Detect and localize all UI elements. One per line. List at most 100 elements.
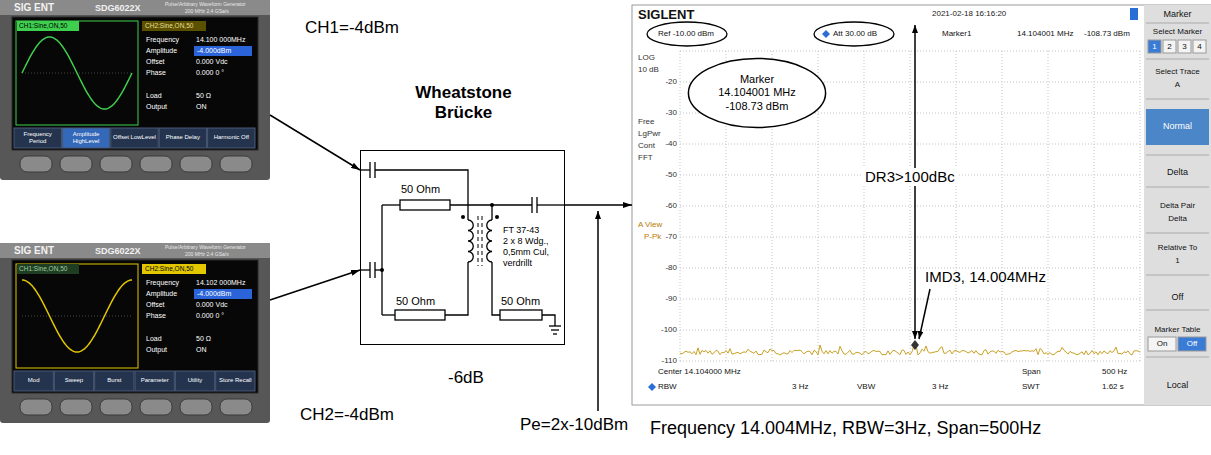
screen-text: Amplitude (146, 290, 177, 298)
screen-text: SDG6022X (95, 3, 141, 14)
axis-line (22, 316, 132, 317)
softkey (95, 371, 134, 391)
channel-tab (142, 264, 206, 274)
panel-button (20, 156, 52, 172)
screen-text: 500 Hz (1102, 367, 1127, 377)
power-arrow (597, 211, 599, 411)
screen-text: 1 (1148, 42, 1161, 52)
junction-dot (495, 215, 499, 219)
screen-text: Pulse/Arbitrary Waveform Generator (165, 1, 246, 7)
wire (537, 204, 565, 205)
ground-symbol (553, 333, 557, 334)
screen-text: Phase (146, 69, 166, 77)
screen-text: 10 dB (638, 65, 659, 75)
screen-text: Offset (146, 58, 165, 66)
sine-wave (22, 37, 132, 109)
screen-text: -4.000dBm (197, 47, 231, 55)
screen-text: 1.62 s (1102, 382, 1124, 392)
softkey (159, 128, 206, 148)
screen-text: SDG6022X (95, 246, 141, 257)
menu-separator (1146, 155, 1209, 156)
screen-text: P-Pk (644, 232, 661, 242)
screen-text: VBW (857, 382, 875, 392)
waveform-frame (16, 21, 138, 125)
grid-line (680, 361, 1140, 362)
screen-text: -4.000dBm (197, 290, 231, 298)
screen-text: Output (146, 346, 167, 354)
screen-text: SIG ENT (14, 245, 54, 257)
analyzer-illustration (632, 5, 1211, 405)
screen-text: RBW (658, 382, 677, 392)
menu-separator (1146, 187, 1209, 188)
screen-text: 200 MHz 2.4 GSa/s (185, 251, 229, 257)
screen-text: -90 (650, 294, 677, 304)
highlight-ellipse (647, 22, 727, 46)
screen-text: Frequency (146, 36, 179, 44)
screen-text: Mod (15, 371, 52, 391)
screen-text: -20 (650, 77, 677, 87)
screen-text: 0.000 Vdc (196, 58, 228, 66)
screen-text: 2 (1163, 42, 1176, 52)
setting-diamond (822, 30, 830, 38)
grid-line (1048, 51, 1049, 361)
leader-arrow (919, 289, 930, 339)
junction-dot (461, 215, 465, 219)
grid-line (680, 330, 1140, 331)
marker-tab (1193, 40, 1206, 53)
wire (360, 269, 370, 270)
analyzer-markings (647, 22, 930, 391)
screen-text: -50 (650, 170, 677, 180)
screen-text: Center 14.104000 MHz (658, 367, 741, 377)
screen-text: Utility (176, 371, 213, 391)
grid-line (956, 51, 957, 361)
marker-tab (1163, 40, 1176, 53)
screen-text: FFT (638, 153, 653, 163)
softkey (135, 371, 174, 391)
screen-text: 14.100 000MHz (196, 36, 245, 44)
device-body (0, 243, 270, 423)
screen-text: Offset (146, 301, 165, 309)
screen-text: Parameter (136, 371, 173, 391)
annotation: CH2=-4dBm (300, 405, 394, 425)
junction-dot (490, 203, 494, 207)
transformer-coil (468, 220, 473, 262)
wire (492, 262, 500, 315)
spectrum-analyzer-screen: SIGLENT2021-02-18 16:16:20MarkerRef -10.… (632, 5, 1211, 405)
screen-text: Ref -10.00 dBm (658, 29, 714, 39)
screen-text: Delta (1144, 214, 1211, 224)
component-label: 0,5mm Cul, (503, 247, 549, 258)
spectrum-trace (680, 345, 1140, 355)
bridge-schematic (360, 162, 565, 334)
grid-line (1094, 51, 1095, 361)
screen-text: CH2:Sine,ON,50 (145, 22, 193, 30)
toggle-option (1178, 337, 1206, 351)
screen-text: 4 (1193, 42, 1206, 52)
ground-symbol (551, 329, 559, 330)
screen-text: On (1148, 339, 1176, 349)
screen-text: 2021-02-18 16:16:20 (932, 9, 1006, 19)
screen-text: LOG (638, 53, 655, 63)
screen-text: SWT (1022, 382, 1040, 392)
screen-text: CH1:Sine,ON,50 (19, 22, 67, 30)
panel-button (220, 399, 252, 415)
softkey (62, 128, 109, 148)
screen-text: Amplitude HighLevel (63, 128, 108, 148)
screen-text: Select Marker (1144, 27, 1211, 37)
value-highlight (194, 46, 252, 56)
grid-line (910, 51, 911, 361)
wire (360, 169, 370, 170)
device-top-band (0, 0, 270, 15)
screen-text: 14.104001 MHz (1017, 29, 1073, 39)
signal-arrow (565, 204, 632, 206)
screen-text: Offset LowLevel (112, 128, 157, 148)
screen-text: 3 Hz (792, 382, 808, 392)
transformer-core (478, 216, 479, 266)
capacitor-symbol (369, 262, 370, 278)
callout-text: -108.73 dBm (726, 100, 789, 113)
ground-symbol (549, 325, 561, 326)
screen-text: Local (1144, 380, 1211, 391)
softkey (54, 371, 93, 391)
screen-text: Free (638, 117, 654, 127)
wire (542, 315, 555, 326)
